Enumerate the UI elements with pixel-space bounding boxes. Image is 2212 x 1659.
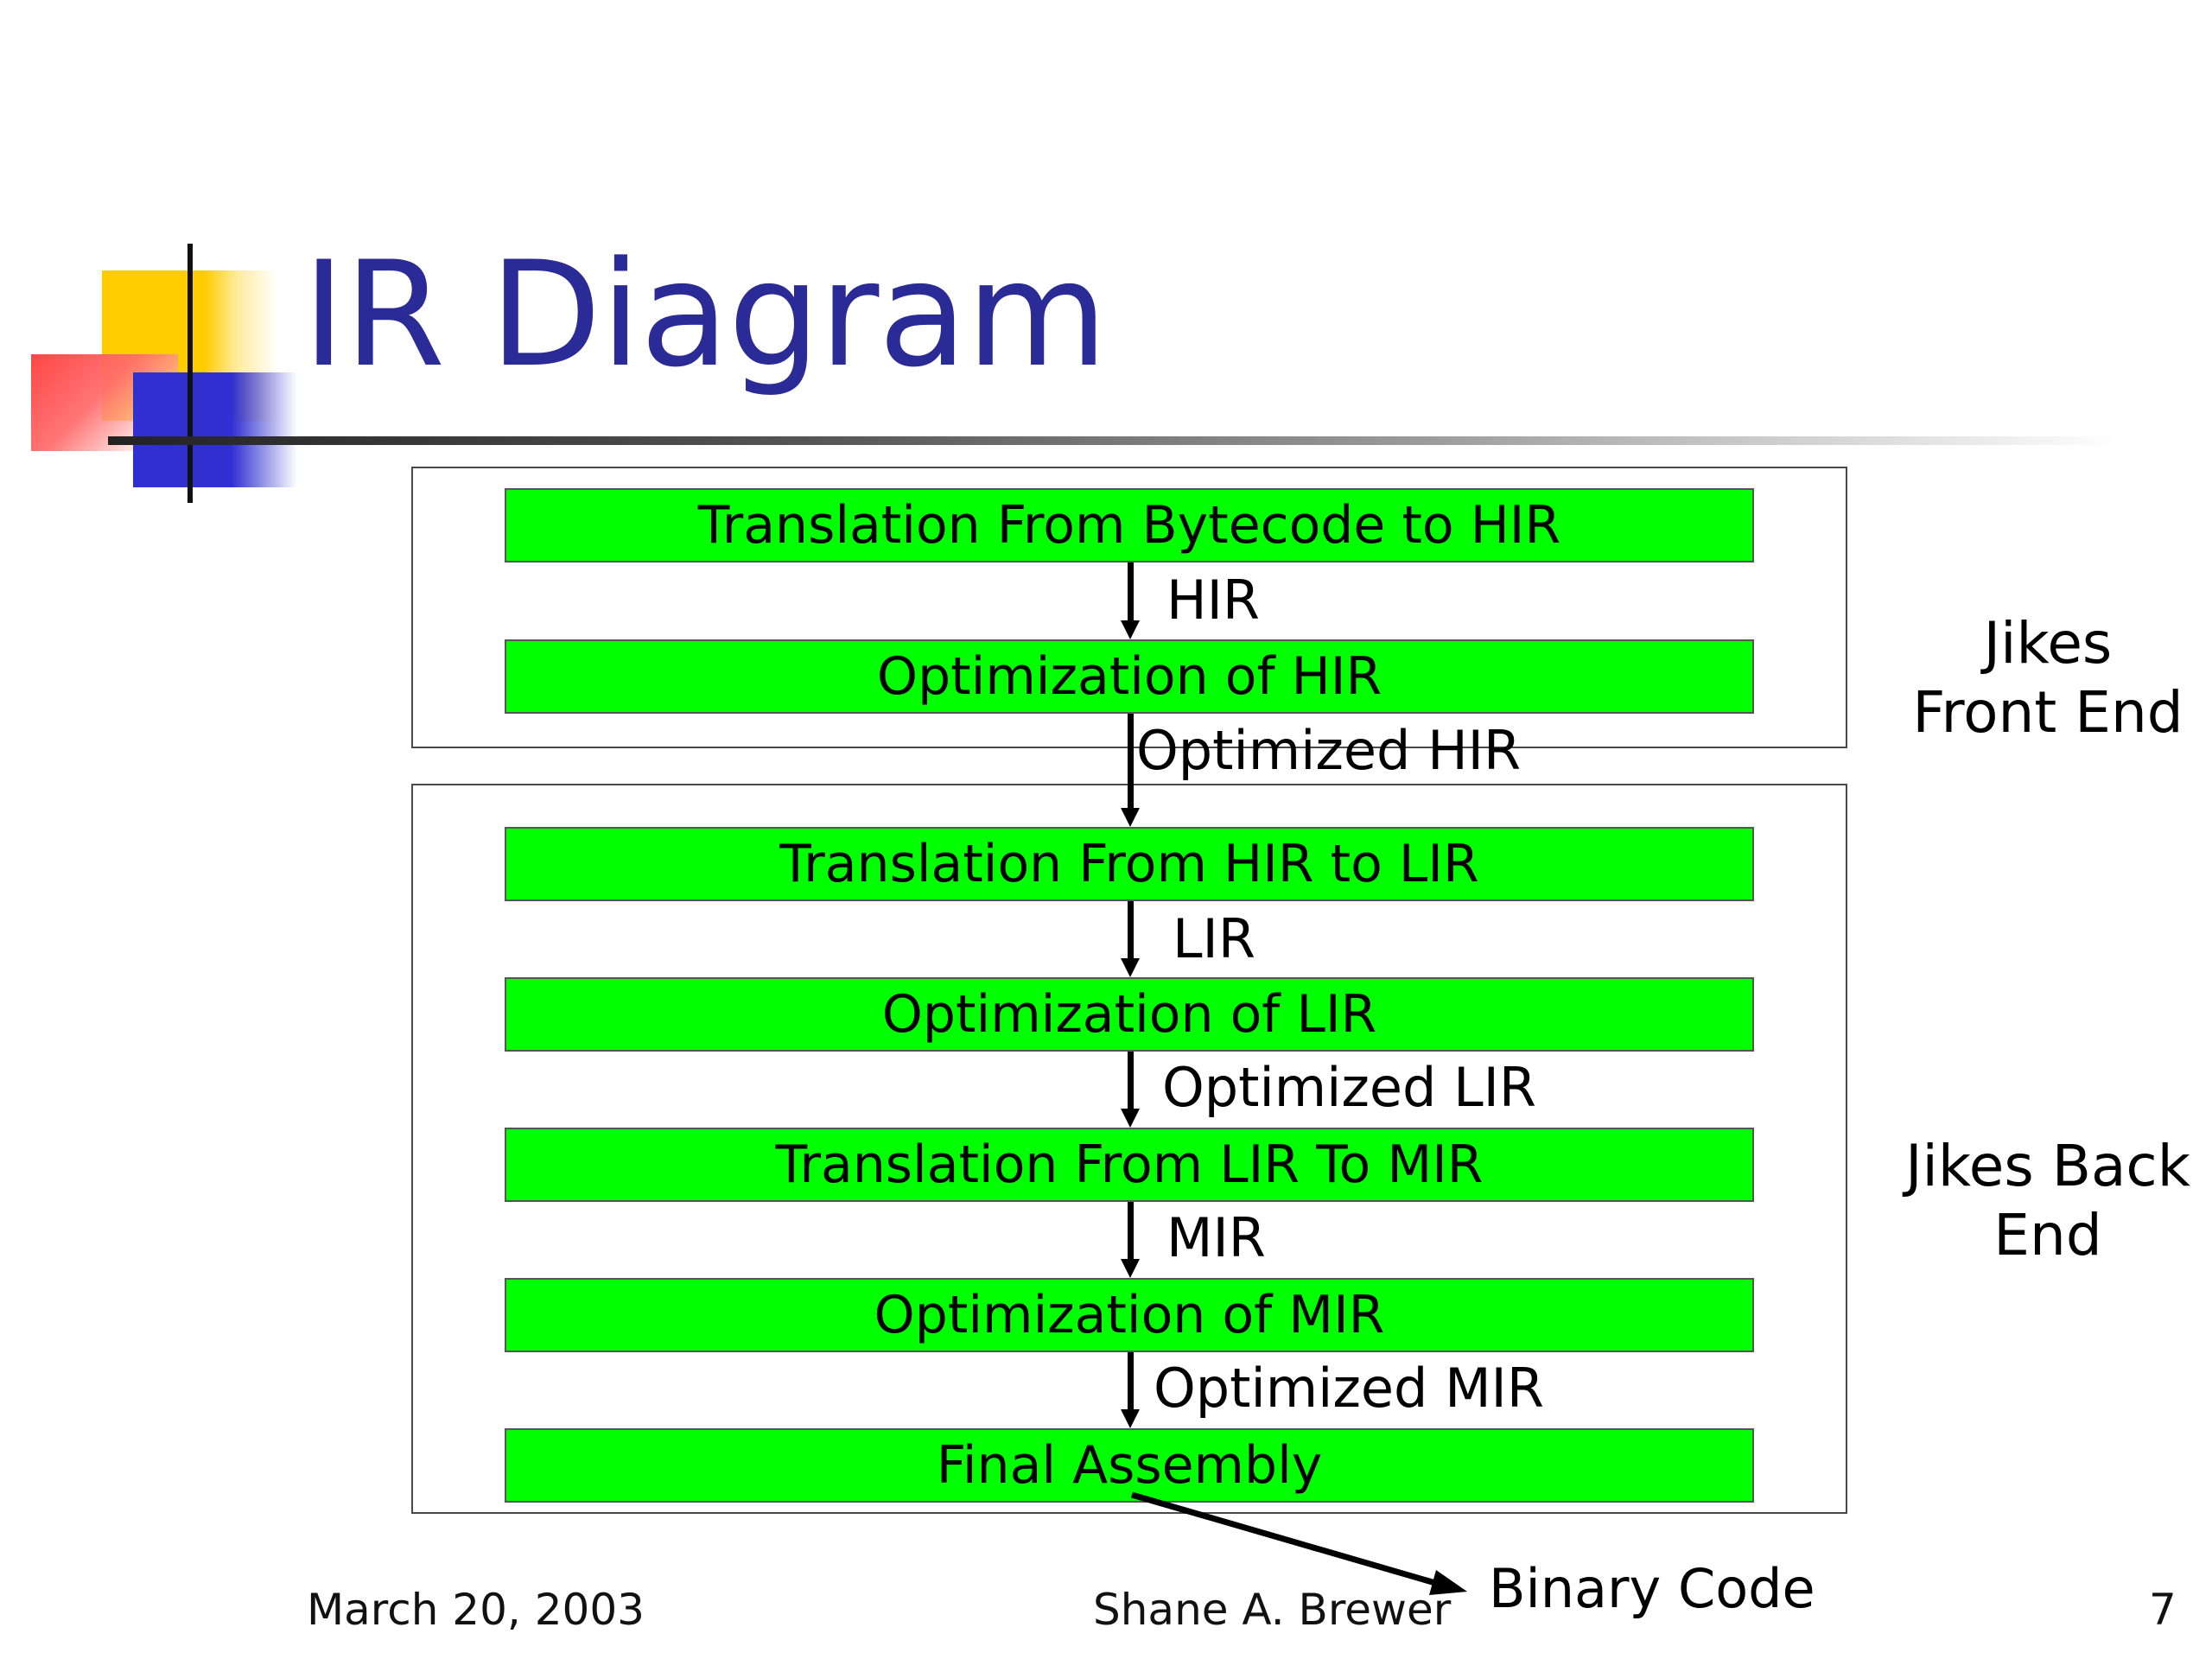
arrow-optimized-hir bbox=[1121, 714, 1140, 827]
stage-optimization-of-mir: Optimization of MIR bbox=[505, 1278, 1754, 1352]
output-label-binary-code: Binary Code bbox=[1489, 1557, 1815, 1620]
stage-translation-bytecode-to-hir: Translation From Bytecode to HIR bbox=[505, 488, 1754, 563]
arrow-binary-code bbox=[1131, 1491, 1467, 1595]
stage-final-assembly: Final Assembly bbox=[505, 1428, 1754, 1503]
front-end-label: Jikes Front End bbox=[1912, 610, 2183, 746]
stage-optimization-of-lir: Optimization of LIR bbox=[505, 977, 1754, 1052]
arrow-hir bbox=[1121, 563, 1140, 639]
edge-label-lir: LIR bbox=[1173, 907, 1255, 970]
arrow-optimized-mir bbox=[1121, 1352, 1140, 1428]
footer-author: Shane A. Brewer bbox=[1093, 1585, 1452, 1635]
logo-yellow-square bbox=[102, 270, 278, 421]
edge-label-hir: HIR bbox=[1166, 569, 1260, 632]
stage-translation-hir-to-lir: Translation From HIR to LIR bbox=[505, 827, 1754, 901]
edge-label-mir: MIR bbox=[1166, 1206, 1266, 1269]
logo-vertical-line bbox=[188, 244, 193, 503]
title-underline bbox=[108, 436, 2121, 445]
slide-title: IR Diagram bbox=[302, 230, 1108, 399]
edge-label-optimized-lir: Optimized LIR bbox=[1162, 1056, 1536, 1119]
footer-date: March 20, 2003 bbox=[307, 1585, 645, 1635]
footer-page-number: 7 bbox=[2149, 1585, 2177, 1635]
edge-label-optimized-mir: Optimized MIR bbox=[1154, 1357, 1544, 1420]
arrow-optimized-lir bbox=[1121, 1052, 1140, 1128]
logo-blue-square bbox=[133, 372, 297, 487]
stage-translation-lir-to-mir: Translation From LIR To MIR bbox=[505, 1128, 1754, 1202]
edge-label-optimized-hir: Optimized HIR bbox=[1136, 719, 1522, 782]
arrow-lir bbox=[1121, 901, 1140, 977]
arrow-mir bbox=[1121, 1202, 1140, 1278]
back-end-label: Jikes Back End bbox=[1905, 1133, 2190, 1268]
stage-optimization-of-hir: Optimization of HIR bbox=[505, 639, 1754, 714]
